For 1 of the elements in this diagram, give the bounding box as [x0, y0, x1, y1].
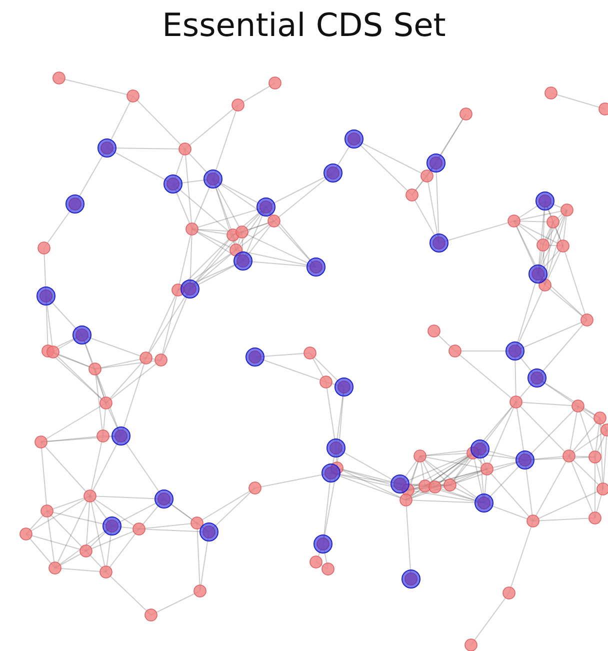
- chart-title: Essential CDS Set: [161, 6, 447, 44]
